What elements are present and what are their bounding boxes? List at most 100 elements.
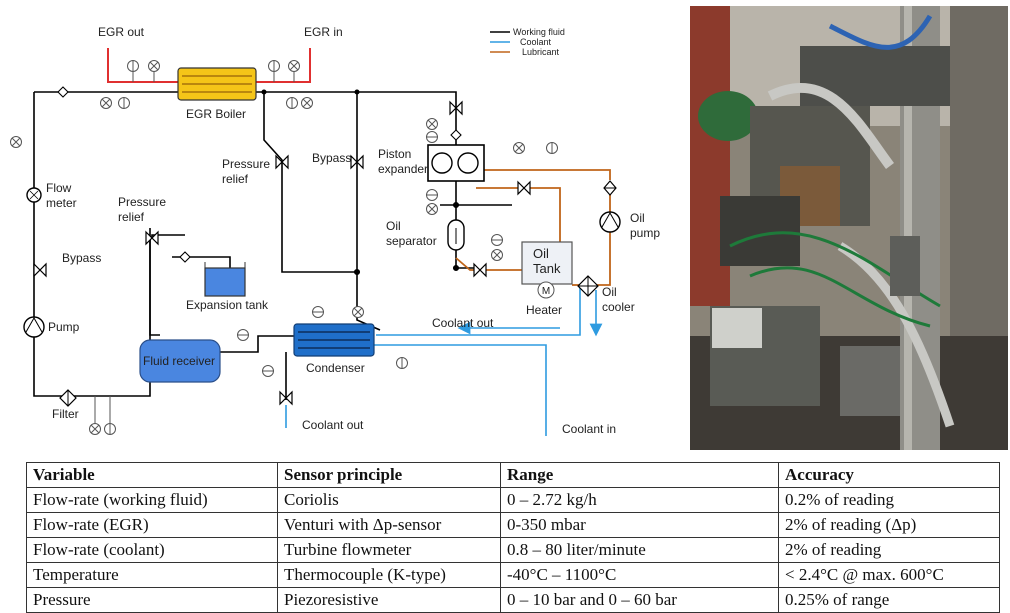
sensor-pressure-icon [104, 423, 116, 435]
cell-accuracy: 0.25% of range [778, 587, 1000, 613]
lubricant-lines [455, 169, 611, 286]
valves [33, 100, 531, 406]
legend-lubricant: Lubricant [522, 47, 560, 57]
table-row: Flow-rate (EGR) Venturi with Δp-sensor 0… [26, 512, 1000, 538]
table-header-row: Variable Sensor principle Range Accuracy [26, 462, 1000, 488]
condenser [293, 323, 375, 357]
cell-variable: Flow-rate (working fluid) [26, 487, 278, 513]
oil-pump [599, 180, 621, 233]
valve-top-right [449, 100, 463, 116]
sensor-temp-icon [148, 60, 160, 72]
cell-range: 0-350 mbar [500, 512, 779, 538]
piston-expander [427, 144, 485, 182]
sensor-pressure-icon [312, 306, 324, 318]
header-variable: Variable [26, 462, 278, 488]
header-accuracy: Accuracy [778, 462, 1000, 488]
legend-working-fluid: Working fluid [513, 27, 565, 37]
valve-oil-line [517, 180, 531, 196]
orc-system-diagram: M [10, 25, 660, 436]
fluid-receiver [139, 339, 221, 383]
cell-range: 0 – 2.72 kg/h [500, 487, 779, 513]
svg-text:M: M [542, 286, 550, 297]
sensor-temp-icon [426, 203, 438, 215]
table-row: Temperature Thermocouple (K-type) -40°C … [26, 562, 1000, 588]
pressure-relief-valve-top [275, 154, 289, 170]
oil-cooler [577, 275, 599, 297]
sensor-temp-icon [301, 97, 313, 109]
pump-symbol [23, 316, 45, 338]
legend: Working fluid Coolant Lubricant [490, 27, 565, 57]
label-bypass-top: Bypass [312, 151, 351, 165]
cell-accuracy: 2% of reading [778, 537, 1000, 563]
cell-sensor-principle: Coriolis [277, 487, 501, 513]
bypass-valve-top [350, 154, 364, 170]
engine-test-bench-photo [690, 6, 1008, 450]
sensor-pressure-icon [286, 97, 298, 109]
cell-variable: Flow-rate (EGR) [26, 512, 278, 538]
label-pump: Pump [48, 320, 80, 334]
sensor-temp-icon [352, 306, 364, 318]
sensor-temp-icon [89, 423, 101, 435]
sensor-symbols [10, 60, 558, 435]
label-bypass-left: Bypass [62, 251, 101, 265]
egr-boiler [177, 67, 257, 101]
sensor-temp-icon [513, 142, 525, 154]
label-coolant-in: Coolant in [562, 422, 616, 436]
sensor-pressure-icon [426, 189, 438, 201]
cell-sensor-principle: Piezoresistive [277, 587, 501, 613]
working-fluid-lines [33, 91, 512, 400]
label-condenser: Condenser [306, 361, 365, 375]
cell-sensor-principle: Thermocouple (K-type) [277, 562, 501, 588]
cell-accuracy: 0.2% of reading [778, 487, 1000, 513]
label-expansion-tank: Expansion tank [186, 298, 269, 312]
table-row: Pressure Piezoresistive 0 – 10 bar and 0… [26, 587, 1000, 613]
flow-meter-symbol [26, 187, 42, 203]
label-filter: Filter [52, 407, 79, 421]
cell-range: 0.8 – 80 liter/minute [500, 537, 779, 563]
header-range: Range [500, 462, 779, 488]
cell-accuracy: < 2.4°C @ max. 600°C [778, 562, 1000, 588]
table-row: Flow-rate (coolant) Turbine flowmeter 0.… [26, 537, 1000, 563]
check-nodes [57, 86, 462, 276]
sensor-pressure-icon [127, 60, 139, 72]
sensor-temp-icon [10, 136, 22, 148]
coolant-lines [285, 286, 603, 436]
sensor-pressure-icon [546, 142, 558, 154]
valve-oil-sep [473, 262, 487, 278]
sensor-pressure-icon [426, 131, 438, 143]
expansion-tank [204, 262, 246, 297]
pressure-relief-valve-left [145, 230, 159, 246]
filter-symbol [59, 389, 77, 407]
bypass-valve-left [33, 262, 47, 278]
cell-accuracy: 2% of reading (Δp) [778, 512, 1000, 538]
label-egr-boiler: EGR Boiler [186, 107, 246, 121]
sensor-temp-icon [491, 249, 503, 261]
cell-sensor-principle: Venturi with Δp-sensor [277, 512, 501, 538]
label-heater: Heater [526, 303, 562, 317]
sensor-temp-icon [426, 118, 438, 130]
label-egr-out: EGR out [98, 25, 145, 39]
heater-motor: M [537, 281, 555, 299]
oil-tank [521, 241, 573, 285]
sensor-pressure-icon [118, 97, 130, 109]
oil-separator [447, 219, 465, 251]
cell-variable: Pressure [26, 587, 278, 613]
sensor-temp-icon [288, 60, 300, 72]
sensor-specifications-table: Variable Sensor principle Range Accuracy… [26, 462, 1000, 613]
sensor-pressure-icon [262, 365, 274, 377]
table-row: Flow-rate (working fluid) Coriolis 0 – 2… [26, 487, 1000, 513]
sensor-pressure-icon [268, 60, 280, 72]
sensor-pressure-icon [396, 357, 408, 369]
sensor-pressure-icon [237, 329, 249, 341]
sensor-temp-icon [100, 97, 112, 109]
cell-range: -40°C – 1100°C [500, 562, 779, 588]
